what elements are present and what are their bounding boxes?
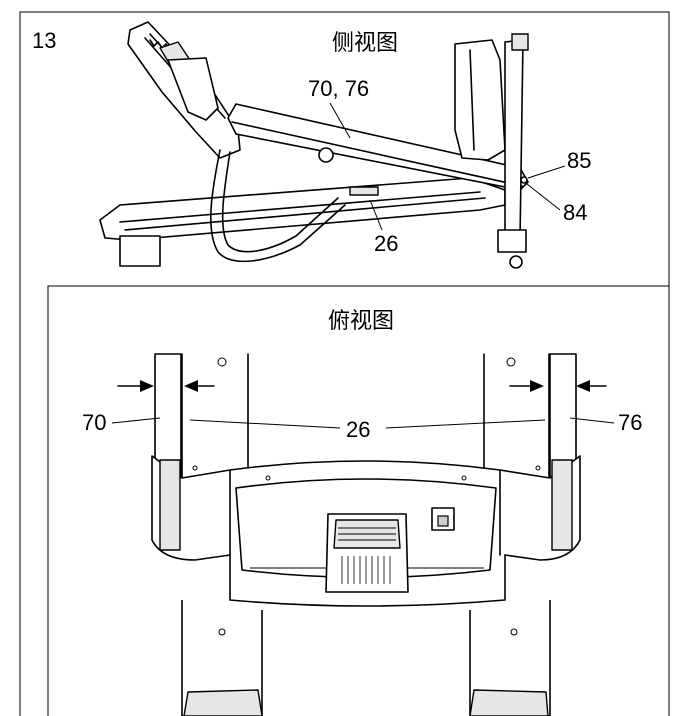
treadmill-deck [99,177,506,267]
top-view-title: 俯视图 [328,309,394,334]
leader-84 [526,183,561,211]
leader-top-26-left [189,419,341,429]
leader-85 [527,165,566,179]
callout-top-26: 26 [346,417,370,442]
side-upright-tube [227,103,529,191]
callout-top-76: 76 [618,410,642,435]
leader-top-70 [111,417,161,424]
callout-85: 85 [567,148,591,173]
top-rear-rails [181,600,551,716]
leader-side-26 [369,199,383,231]
top-view-frame [47,285,670,716]
side-view: 侧视图 [99,21,591,269]
top-center-grille [325,507,455,593]
leader-top-26-right [385,419,546,429]
callout-84: 84 [563,200,587,225]
alignment-arrows [117,380,607,392]
leader-70-76 [329,102,351,139]
callout-top-70: 70 [82,410,106,435]
leader-top-76 [569,417,615,424]
side-right-upright [454,33,529,269]
side-handle-bar [210,149,346,263]
top-view: 俯视图 [47,285,670,716]
callout-side-26: 26 [374,231,398,256]
console-assembly [127,21,241,159]
step-number: 13 [32,28,56,53]
side-view-title: 侧视图 [332,31,398,56]
callout-70-76: 70, 76 [308,76,369,101]
